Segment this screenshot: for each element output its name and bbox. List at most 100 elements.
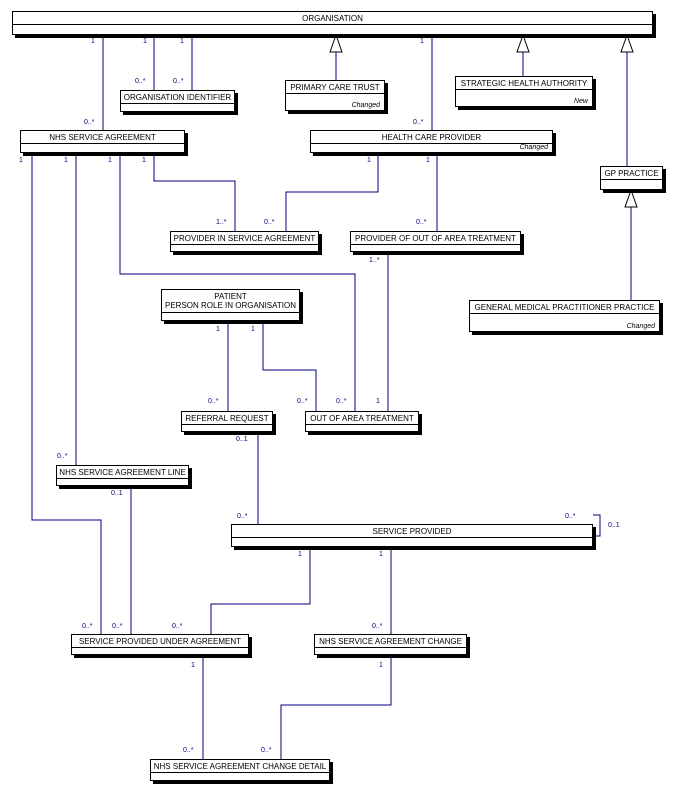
mult-spua-0many-sp: 0..*: [172, 623, 183, 630]
rel-service-provided-self: [593, 514, 601, 537]
entity-general-medical-practitioner-practice[interactable]: GENERAL MEDICAL PRACTITIONER PRACTICE Ch…: [469, 300, 660, 332]
rel-nsa-spua: [31, 153, 102, 634]
entity-out-of-area-treatment[interactable]: OUT OF AREA TREATMENT: [305, 411, 419, 432]
mult-spua-0many-nsa: 0..*: [82, 623, 93, 630]
entity-nhs-service-agreement-change[interactable]: NHS SERVICE AGREEMENT CHANGE: [314, 634, 467, 655]
entity-name: ORGANISATION: [302, 14, 363, 23]
entity-divider: [182, 424, 272, 425]
entity-divider: [315, 647, 466, 648]
entity-service-provided-under-agreement[interactable]: SERVICE PROVIDED UNDER AGREEMENT: [71, 634, 249, 655]
entity-divider: [13, 24, 652, 25]
mult-change-0many: 0..*: [372, 623, 383, 630]
mult-nsal-0many: 0..*: [57, 453, 68, 460]
mult-oi-0many-a: 0..*: [135, 78, 146, 85]
entity-divider: [232, 537, 592, 538]
entity-divider: [311, 143, 552, 144]
entity-name: HEALTH CARE PROVIDER: [381, 133, 482, 142]
generalization-arrow-gmpp: [624, 188, 638, 208]
entity-name: PROVIDER OF OUT OF AREA TREATMENT: [355, 234, 516, 243]
mult-rr-0many: 0..*: [208, 398, 219, 405]
mult-pooat-1many: 1..*: [369, 257, 380, 264]
entity-divider: [306, 424, 418, 425]
mult-nsa-1-pisa: 1: [142, 157, 146, 164]
entity-patient[interactable]: PATIENT PERSON ROLE IN ORGANISATION: [161, 289, 300, 321]
entity-name: REFERRAL REQUEST: [185, 414, 269, 423]
entity-divider: [72, 647, 248, 648]
entity-organisation[interactable]: ORGANISATION: [12, 11, 653, 35]
mult-nsa-1-left: 1: [19, 157, 23, 164]
entity-health-care-provider[interactable]: HEALTH CARE PROVIDER Changed: [310, 130, 553, 153]
mult-sp-self-0-1: 0..1: [608, 522, 620, 529]
rel-patient-ooat: [262, 321, 317, 411]
mult-org-oi-1a: 1: [143, 38, 147, 45]
entity-name: PROVIDER IN SERVICE AGREEMENT: [173, 234, 316, 243]
rel-nsa-ooat: [119, 153, 356, 411]
entity-name: SERVICE PROVIDED: [372, 527, 452, 536]
rel-nsa-change-change-detail: [280, 655, 392, 759]
mult-spua-0many-line: 0..*: [112, 623, 123, 630]
entity-divider: [351, 244, 520, 245]
mult-change-1: 1: [379, 662, 383, 669]
mult-spua-1: 1: [191, 662, 195, 669]
mult-oi-0many-b: 0..*: [173, 78, 184, 85]
mult-org-hcp-1: 1: [420, 38, 424, 45]
mult-sp-self-0many: 0..*: [565, 513, 576, 520]
mult-patient-1-rr: 1: [216, 326, 220, 333]
rel-nsa-provider-in-sa: [153, 153, 236, 231]
entity-name: ORGANISATION IDENTIFIER: [123, 93, 232, 102]
mult-sp-0many: 0..*: [237, 513, 248, 520]
mult-nsa-0many: 0..*: [84, 119, 95, 126]
entity-status: Changed: [351, 102, 380, 109]
entity-provider-in-service-agreement[interactable]: PROVIDER IN SERVICE AGREEMENT: [170, 231, 319, 252]
entity-divider: [57, 478, 188, 479]
entity-primary-care-trust[interactable]: PRIMARY CARE TRUST Changed: [285, 80, 385, 111]
entity-divider: [151, 772, 329, 773]
entity-name: NHS SERVICE AGREEMENT CHANGE: [319, 637, 462, 646]
mult-org-nsa-1: 1: [91, 38, 95, 45]
mult-sp-1-spua: 1: [298, 551, 302, 558]
generalization-arrow-gp: [620, 33, 634, 53]
mult-nsal-0-1: 0..1: [111, 490, 123, 497]
entity-divider: [121, 103, 234, 104]
entity-status: Changed: [626, 323, 655, 330]
mult-hcp-1-pooat: 1: [426, 157, 430, 164]
mult-hcp-0many: 0..*: [413, 119, 424, 126]
mult-nsa-1-line: 1: [64, 157, 68, 164]
entity-name: NHS SERVICE AGREEMENT: [49, 133, 156, 142]
mult-pooat-0many: 0..*: [416, 219, 427, 226]
generalization-arrow-sha: [516, 33, 530, 53]
entity-provider-of-out-of-area-treatment[interactable]: PROVIDER OF OUT OF AREA TREATMENT: [350, 231, 521, 252]
entity-divider: [286, 93, 384, 94]
entity-status: New: [573, 98, 588, 105]
entity-divider: [456, 89, 592, 90]
entity-referral-request[interactable]: REFERRAL REQUEST: [181, 411, 273, 432]
entity-name: SERVICE PROVIDED UNDER AGREEMENT: [78, 637, 242, 646]
entity-divider: [601, 179, 662, 180]
mult-pisa-0many: 0..*: [264, 219, 275, 226]
entity-organisation-identifier[interactable]: ORGANISATION IDENTIFIER: [120, 90, 235, 112]
entity-strategic-health-authority[interactable]: STRATEGIC HEALTH AUTHORITY New: [455, 76, 593, 107]
entity-name-line2: PERSON ROLE IN ORGANISATION: [165, 301, 296, 310]
mult-org-oi-1b: 1: [180, 38, 184, 45]
entity-gp-practice[interactable]: GP PRACTICE: [600, 166, 663, 190]
entity-name: PRIMARY CARE TRUST: [290, 83, 380, 92]
mult-detail-0many-spua: 0..*: [183, 747, 194, 754]
mult-rr-0-1: 0..1: [236, 436, 248, 443]
rel-hcp-provider-in-sa: [285, 153, 379, 231]
entity-nhs-service-agreement-change-detail[interactable]: NHS SERVICE AGREEMENT CHANGE DETAIL: [150, 759, 330, 781]
mult-ooat-1: 1: [376, 398, 380, 405]
mult-pisa-1many: 1..*: [216, 219, 227, 226]
entity-name: OUT OF AREA TREATMENT: [310, 414, 414, 423]
entity-name: NHS SERVICE AGREEMENT CHANGE DETAIL: [153, 762, 327, 771]
entity-name-line1: PATIENT: [214, 292, 247, 301]
entity-divider: [162, 312, 299, 313]
mult-ooat-0many-patient: 0..*: [297, 398, 308, 405]
entity-name: NHS SERVICE AGREEMENT LINE: [59, 468, 186, 477]
entity-service-provided[interactable]: SERVICE PROVIDED: [231, 524, 593, 547]
entity-nhs-service-agreement[interactable]: NHS SERVICE AGREEMENT: [20, 130, 185, 153]
entity-nhs-service-agreement-line[interactable]: NHS SERVICE AGREEMENT LINE: [56, 465, 189, 486]
mult-hcp-1-pisa: 1: [367, 157, 371, 164]
entity-status: Changed: [519, 144, 548, 151]
